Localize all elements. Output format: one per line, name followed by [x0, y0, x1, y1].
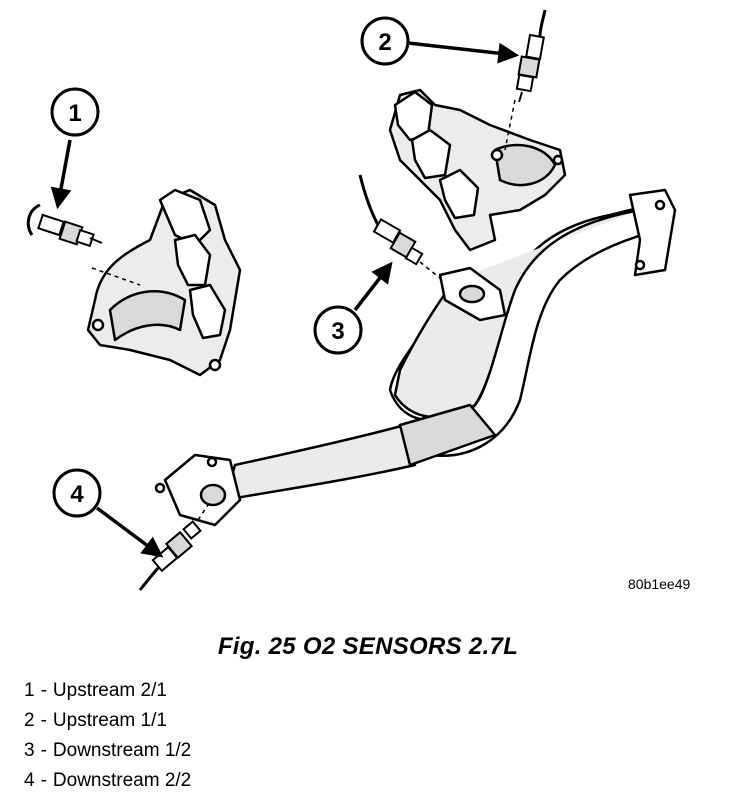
callout-4-number: 4: [70, 481, 84, 508]
legend-item: 1-Upstream 2/1: [24, 680, 167, 701]
o2-sensor-1: [26, 203, 103, 248]
o2-sensor-3: [358, 174, 441, 279]
callout-1: 1: [50, 87, 100, 210]
callout-1-number: 1: [68, 100, 81, 127]
legend-number: 1: [24, 680, 35, 701]
o2-sensor-2: [515, 9, 547, 103]
callout-3: 3: [313, 261, 393, 355]
legend-number: 4: [24, 770, 35, 791]
figure-id: 80b1ee49: [628, 576, 691, 592]
legend-label: Downstream 1/2: [52, 740, 192, 761]
legend-label: Downstream 2/2: [52, 770, 192, 791]
right-exhaust-manifold: [388, 88, 567, 252]
legend-item: 3-Downstream 1/2: [24, 740, 192, 761]
exhaust-o2-sensor-diagram: 1 2 3 4: [26, 9, 677, 591]
legend-item: 4-Downstream 2/2: [24, 770, 192, 791]
o2-sensor-4: [138, 504, 209, 591]
callout-2: 2: [360, 16, 520, 66]
callout-4: 4: [52, 468, 164, 558]
legend-item: 2-Upstream 1/1: [24, 710, 167, 731]
left-exhaust-manifold: [86, 188, 242, 377]
legend-number: 2: [24, 710, 35, 731]
exhaust-y-pipe: [154, 188, 677, 527]
callout-2-number: 2: [378, 29, 391, 56]
legend-list: 1-Upstream 2/1 2-Upstream 1/1 3-Downstre…: [24, 676, 191, 796]
legend-label: Upstream 1/1: [52, 710, 167, 731]
callout-3-number: 3: [331, 318, 344, 345]
legend-number: 3: [24, 740, 35, 761]
figure-caption: Fig. 25 O2 SENSORS 2.7L: [217, 633, 519, 660]
legend-label: Upstream 2/1: [52, 680, 167, 701]
